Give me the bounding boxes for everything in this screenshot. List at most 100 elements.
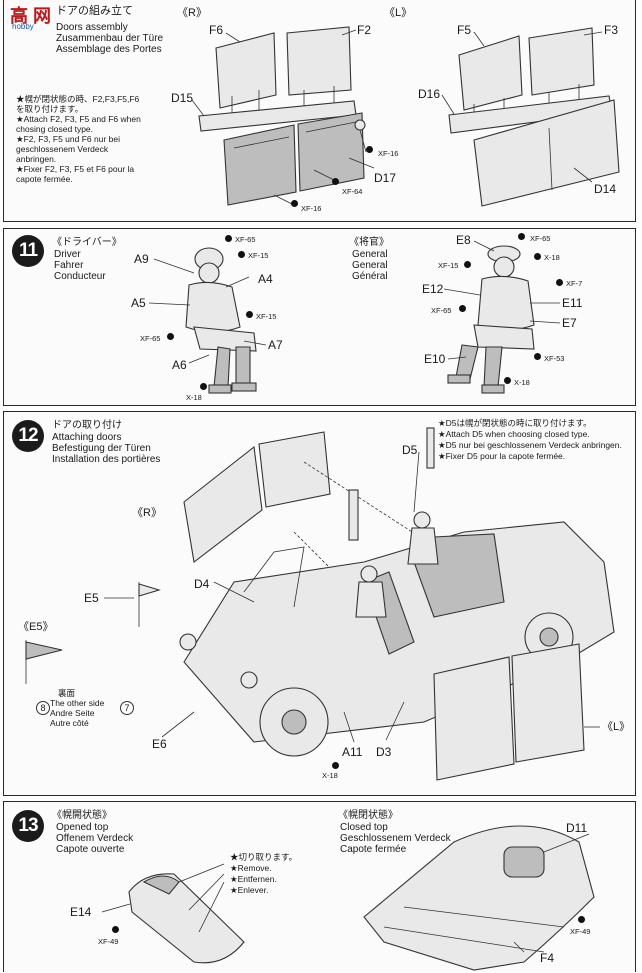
door-l-rear (511, 643, 585, 763)
label-a5: A5 (131, 296, 146, 310)
step12-title-de: Befestigung der Türen (52, 443, 151, 454)
paint-dot (112, 926, 119, 933)
label-f4: F4 (540, 951, 555, 965)
step10-title-en: Doors assembly (56, 22, 128, 33)
label-e6: E6 (152, 737, 167, 751)
remove-en: ★Remove. (230, 863, 272, 873)
open-title-fr: Capote ouverte (56, 844, 125, 855)
part-d14-shape (473, 99, 620, 207)
other-side-jp: 裏面 (58, 688, 76, 698)
driver-head (198, 262, 220, 284)
door-frame-r-2 (258, 431, 331, 508)
paint-dot (459, 305, 466, 312)
paint-dot (332, 178, 339, 185)
paint-dot (291, 200, 298, 207)
step12-title-jp: ドアの取り付け (52, 420, 122, 431)
open-title-jp: 《幌開状態》 (52, 810, 112, 821)
part-f3-shape (528, 27, 595, 96)
other-side-en: The other side (50, 698, 105, 708)
paint-driver-3: XF-15 (256, 312, 277, 321)
label-a7: A7 (268, 338, 283, 352)
paint-xf64: XF-64 (342, 187, 363, 196)
paint-general-1: XF-65 (530, 234, 551, 243)
closed-top-shape (363, 825, 595, 971)
paint-dot (238, 251, 245, 258)
label-a11: A11 (342, 745, 363, 759)
door-l-front (433, 656, 515, 781)
step-ref-8: 8 (36, 701, 50, 715)
part-d5-small (426, 427, 435, 469)
paint-general-3: XF-15 (438, 261, 459, 270)
label-e10: E10 (424, 352, 446, 366)
opened-top-shape (128, 873, 245, 964)
paint-dot (167, 333, 174, 340)
paint-xf16-a: XF-16 (378, 149, 399, 158)
step12-view-l: 《L》 (602, 721, 631, 733)
paint-dot (464, 261, 471, 268)
label-d3: D3 (376, 745, 392, 759)
closed-title-en: Closed top (340, 822, 388, 833)
label-a4: A4 (258, 272, 273, 286)
paint-dot (246, 311, 253, 318)
label-e5: E5 (84, 591, 99, 605)
step10-note-en: ★Attach F2, F3, F5 and F6 when chosing c… (16, 114, 141, 134)
other-side-fr: Autre côté (50, 718, 89, 728)
driver-title-en: Driver (54, 249, 81, 260)
remove-jp: ★切り取ります。 (230, 852, 298, 862)
paint-dot (556, 279, 563, 286)
paint-driver-5: X-18 (186, 393, 202, 402)
label-a6: A6 (172, 358, 187, 372)
step10-note-jp: ★幌が閉状態の時、F2,F3,F5,F6 を取り付けます。 (16, 94, 140, 114)
step10-title-jp: ドアの組み立て (56, 5, 133, 17)
paint-dot (518, 233, 525, 240)
paint-dot (332, 762, 339, 769)
step12-drawing (25, 427, 615, 781)
label-d4: D4 (194, 577, 210, 591)
label-d14: D14 (594, 182, 617, 196)
part-f2-shape (286, 26, 352, 96)
paint-dot (504, 377, 511, 384)
step-11-panel: 11 《ドライバー》 Driver Fahrer Conducteur 《将官》… (3, 228, 636, 406)
step-13-panel: 13 《幌開状態》 Opened top Offenem Verdeck Cap… (3, 801, 636, 972)
general-title-en: General (352, 249, 388, 260)
label-e11: E11 (562, 296, 583, 310)
step10-view-r: 《R》 (177, 7, 207, 19)
remove-de: ★Entfernen. (230, 874, 277, 884)
label-a9: A9 (134, 252, 149, 266)
rear-window (503, 846, 545, 878)
part-f6-shape (215, 32, 277, 109)
label-f5: F5 (457, 23, 472, 37)
paint-general-6: XF-53 (544, 354, 565, 363)
step12-note-en: ★Attach D5 when choosing closed type. (438, 429, 590, 439)
label-d16: D16 (418, 87, 441, 101)
label-e7: E7 (562, 316, 577, 330)
closed-title-fr: Capote fermée (340, 844, 407, 855)
step-10-panel: 高 网 hobby ドアの組み立て Doors assembly Zusamme… (3, 0, 636, 222)
step11-drawing (148, 240, 561, 394)
general-title-de: General (352, 260, 388, 271)
label-f2: F2 (357, 23, 372, 37)
label-e14: E14 (70, 905, 92, 919)
paint-dot (534, 253, 541, 260)
door-frame-r-1 (183, 445, 263, 563)
label-d15: D15 (171, 91, 194, 105)
step10-title-de: Zusammenbau der Türe (56, 33, 164, 44)
label-f6: F6 (209, 23, 224, 37)
step12-title-en: Attaching doors (52, 432, 122, 443)
label-f3: F3 (604, 23, 619, 37)
step12-note-jp: ★D5は幌が閉状態の時に取り付けます。 (438, 418, 592, 428)
step12-note-de: ★D5 nur bei geschlossenem Verdeck anbrin… (438, 440, 622, 450)
other-side-de: Andre Seite (50, 708, 95, 718)
step-12-number: 12 (12, 420, 44, 452)
paint-dot (578, 916, 585, 923)
step-ref-7: 7 (120, 701, 134, 715)
step12-view-e5: 《E5》 (18, 621, 54, 633)
driver-legs (193, 326, 257, 352)
paint-x18: X-18 (322, 771, 338, 780)
general-legs (473, 324, 535, 350)
step-11-number: 11 (12, 235, 44, 267)
step10-drawing (191, 26, 620, 207)
step10-note-fr: ★Fixer F2, F3, F5 et F6 pour la capote f… (16, 164, 135, 184)
step10-note-de: ★F2, F3, F5 und F6 nur bei geschlossenem… (16, 134, 121, 164)
paint-xf16-b: XF-16 (301, 204, 322, 213)
